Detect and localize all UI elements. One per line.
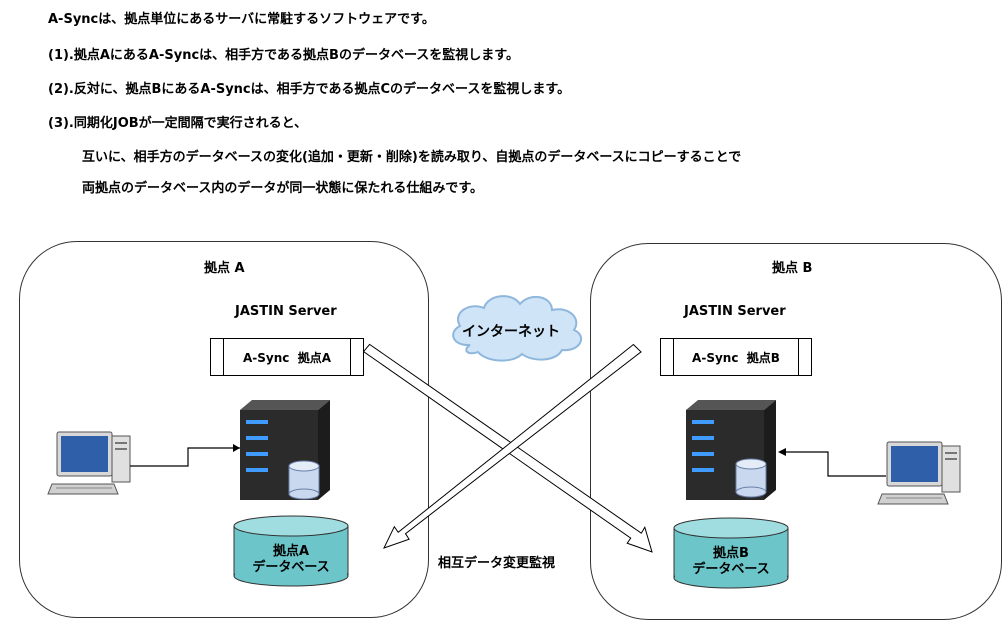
site-b-database-icon <box>673 517 789 589</box>
site-b-server-label: JASTIN Server <box>684 304 786 319</box>
site-a-async-label: A-Sync 拠点A <box>242 350 332 365</box>
site-a-storage-icon <box>288 460 320 500</box>
site-b-storage-icon <box>735 458 767 498</box>
site-b-db-label-line2: データベース <box>692 562 770 577</box>
description-line-3: (2).反対に、拠点BにあるA-Syncは、相手方である拠点Cのデータベースを監… <box>48 82 571 97</box>
site-b-async-label: A-Sync 拠点B <box>692 350 780 365</box>
site-a-container <box>19 241 429 618</box>
internet-cloud-icon <box>452 295 583 362</box>
site-b-pc-icon <box>877 441 961 505</box>
site-b-pc-connector <box>784 451 886 477</box>
site-b-async-box: A-Sync 拠点B <box>660 338 812 376</box>
site-a-title: 拠点 A <box>204 261 245 276</box>
description-line-6: 両拠点のデータベース内のデータが同一状態に保たれる仕組みです。 <box>82 181 484 196</box>
site-b-db-label-line1: 拠点B <box>713 546 749 561</box>
description-line-1: A-Syncは、拠点単位にあるサーバに常駐するソフトウェアです。 <box>48 12 435 27</box>
site-a-db-label: 拠点A データベース <box>234 544 348 576</box>
description-line-5: 互いに、相手方のデータベースの変化(追加・更新・削除)を読み取り、自拠点のデータ… <box>82 150 742 165</box>
site-a-db-label-line2: データベース <box>252 560 330 575</box>
site-b-db-label: 拠点B データベース <box>674 546 788 578</box>
site-a-async-box: A-Sync 拠点A <box>210 338 364 376</box>
site-a-database-icon <box>233 515 349 587</box>
description-line-2: (1).拠点AにあるA-Syncは、相手方である拠点Bのデータベースを監視します… <box>48 48 520 63</box>
site-b-title: 拠点 B <box>772 261 813 276</box>
site-a-pc-icon <box>47 431 131 495</box>
sync-arrow-b-to-a <box>383 343 642 549</box>
site-a-pc-connector <box>130 447 240 467</box>
internet-label: インターネット <box>462 324 560 340</box>
site-a-db-label-line1: 拠点A <box>272 544 310 559</box>
site-b-container <box>590 243 1002 620</box>
mutual-monitoring-label: 相互データ変更監視 <box>438 556 556 571</box>
description-line-4: (3).同期化JOBが一定間隔で実行されると、 <box>48 116 308 131</box>
site-a-server-label: JASTIN Server <box>235 304 337 319</box>
